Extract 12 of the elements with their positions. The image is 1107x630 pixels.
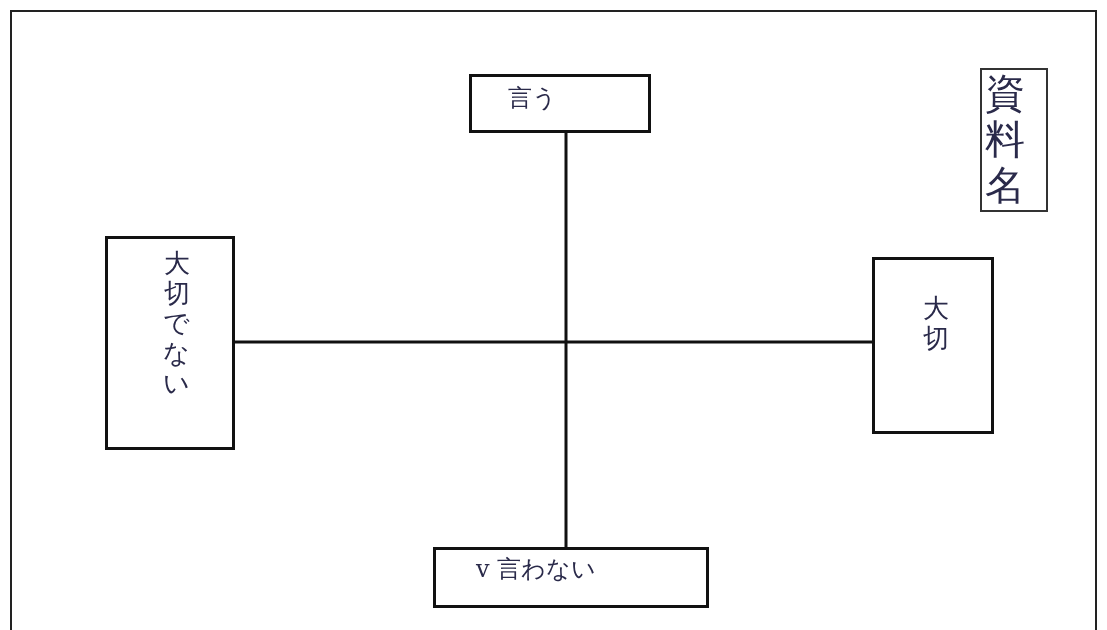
label-box <box>469 74 651 133</box>
axis-line <box>235 340 872 344</box>
label-box <box>105 236 235 450</box>
node-label: 言う <box>508 85 557 112</box>
node-label: v 言わない <box>476 556 597 583</box>
axis-line <box>564 133 568 547</box>
label-box <box>872 257 994 434</box>
label-box <box>433 547 709 608</box>
node-label: 大切でない <box>163 249 191 399</box>
title-box <box>980 68 1048 212</box>
node-label: 大切 <box>922 294 950 354</box>
node-label: 資料名 <box>984 70 1026 208</box>
